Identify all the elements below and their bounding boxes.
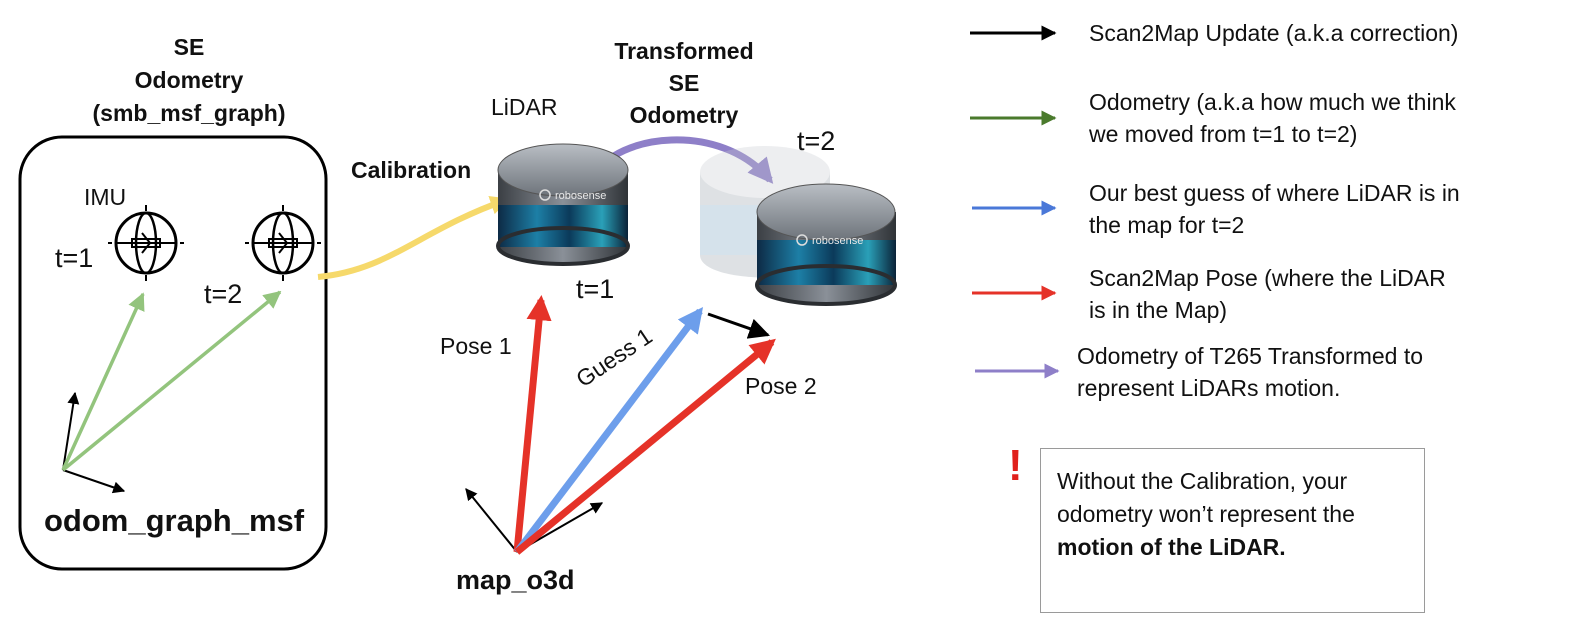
legend-item-transformed-line1: Odometry of T265 Transformed to [1077,343,1424,369]
legend-item-transformed-line2: represent LiDARs motion. [1077,375,1341,401]
robosense-logo-icon [796,234,808,246]
legend-item-transformed: Odometry of T265 Transformed to represen… [1077,340,1423,404]
odometry-arrow-t2 [61,290,282,472]
odom-axis-y [62,391,80,471]
t2-label-left: t=2 [204,279,243,309]
legend-item-guess-line1: Our best guess of where LiDAR is in [1089,180,1460,206]
calibration-note-text: Without the Calibration, your odometry w… [1057,465,1355,564]
se-odometry-title-line2: Odometry [134,67,244,93]
pose2-arrow [514,338,776,555]
lidar-sensor-t1 [496,143,630,266]
pose1-label: Pose 1 [440,333,512,359]
imu-label: IMU [84,184,127,210]
t1-label-left: t=1 [55,243,94,273]
warning-icon: ! [1008,441,1023,490]
legend-item-odometry-line2: we moved from t=1 to t=2) [1089,121,1358,147]
calibration-arrow [317,196,510,280]
legend-item-odometry: Odometry (a.k.a how much we think we mov… [1089,86,1456,150]
odometry-arrow-t1 [61,292,145,471]
legend-item-correction-line1: Scan2Map Update (a.k.a correction) [1089,20,1459,46]
legend-item-pose-line1: Scan2Map Pose (where the LiDAR [1089,265,1446,291]
transformed-odometry-title: Transformed SE Odometry [594,35,774,131]
sensor-brand-t2: robosense [812,235,863,247]
sensor-brand-t1: robosense [555,190,606,202]
calibration-label: Calibration [351,157,472,183]
legend-item-guess-line2: the map for t=2 [1089,212,1245,238]
odom-frame-label: odom_graph_msf [44,503,305,538]
se-odometry-title-line3: (smb_msf_graph) [92,100,286,126]
se-odometry-title: SE Odometry (smb_msf_graph) [78,31,300,130]
legend-item-correction: Scan2Map Update (a.k.a correction) [1089,17,1458,49]
correction-arrow [707,312,770,339]
robosense-logo-icon [539,189,551,201]
legend-item-pose: Scan2Map Pose (where the LiDAR is in the… [1089,262,1446,326]
note-line2: odometry won’t represent the [1057,501,1355,527]
legend-item-guess: Our best guess of where LiDAR is in the … [1089,177,1460,241]
note-line1: Without the Calibration, your [1057,468,1348,494]
legend-item-odometry-line1: Odometry (a.k.a how much we think [1089,89,1456,115]
odom-frame-box [18,135,328,571]
imu-icon-t1 [108,205,184,281]
t1-label-center: t=1 [576,274,615,304]
pose2-label: Pose 2 [745,373,817,399]
imu-icon-t2 [245,205,321,281]
t2-label-center: t=2 [797,126,836,156]
transformed-title-line3: Odometry [629,102,739,128]
note-line3: motion of the LiDAR. [1057,534,1286,560]
pose1-arrow [513,294,552,553]
legend-item-pose-line2: is in the Map) [1089,297,1228,323]
transformed-title-line2: SE [668,70,700,96]
calibration-note-box: Without the Calibration, your odometry w… [1040,448,1425,613]
transformed-title-line1: Transformed [614,38,754,64]
lidar-sensor-t2 [755,183,897,306]
odom-axis-x [62,469,126,494]
guess1-arrow [514,306,704,555]
se-odometry-title-line1: SE [173,34,205,60]
lidar-label: LiDAR [491,94,558,120]
map-axis-y [465,488,518,553]
map-frame-label: map_o3d [456,565,575,595]
